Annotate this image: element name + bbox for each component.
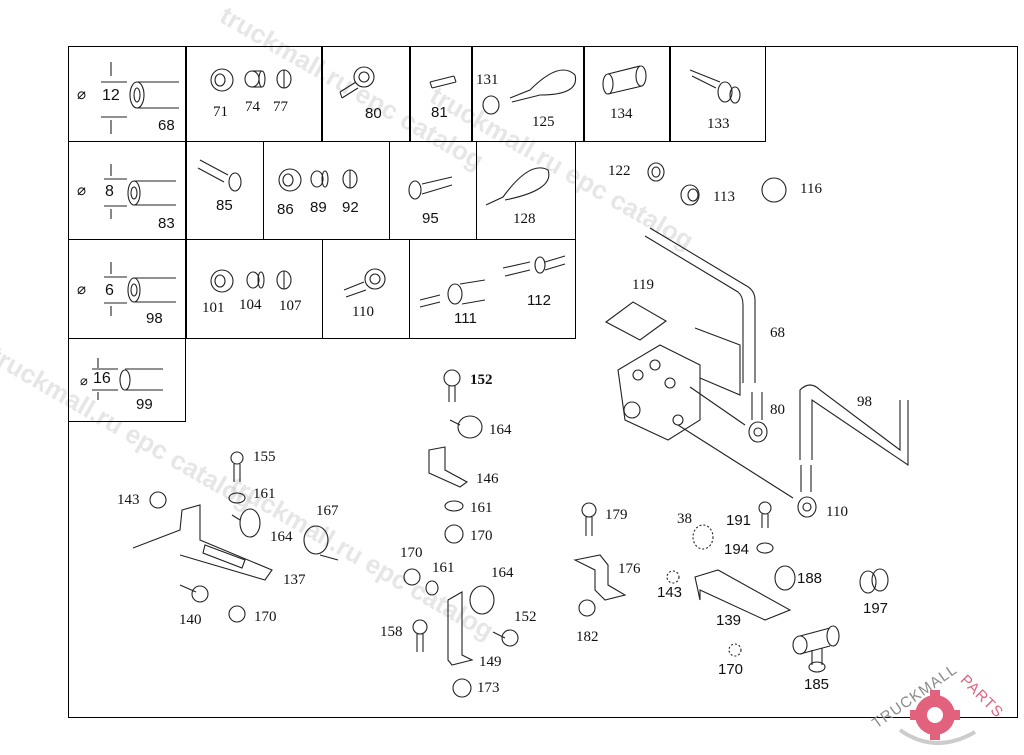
callout: 113 (713, 189, 735, 205)
callout: 197 (863, 600, 889, 617)
callout: 122 (608, 163, 631, 179)
hose-diameter: 8 (105, 183, 114, 200)
callout: 140 (179, 612, 202, 628)
callout: 161 (432, 560, 455, 576)
part-number: 104 (239, 297, 262, 313)
table-cell (409, 239, 576, 339)
callout: 98 (857, 394, 872, 410)
callout: 158 (380, 624, 403, 640)
table-cell (186, 46, 322, 142)
callout: 173 (477, 680, 500, 696)
table-cell (322, 46, 410, 142)
table-cell (584, 46, 670, 142)
diameter-symbol: ⌀ (80, 373, 88, 388)
diameter-symbol: ⌀ (77, 183, 87, 199)
table-cell (186, 239, 323, 339)
callout: 80 (770, 402, 785, 418)
part-number: 98 (146, 310, 163, 327)
callout: 152 (514, 609, 537, 625)
part-number: 86 (277, 201, 294, 218)
callout: 164 (489, 422, 512, 438)
part-number: 107 (279, 298, 302, 314)
callout: 185 (804, 676, 830, 693)
part-number: 77 (273, 99, 288, 115)
callout: 152 (470, 372, 493, 388)
part-number: 74 (245, 99, 260, 115)
diameter-symbol: ⌀ (77, 87, 87, 103)
hose-diameter: 16 (93, 370, 111, 387)
callout: 146 (476, 471, 499, 487)
table-cell (472, 46, 584, 142)
hose-diameter: 12 (102, 87, 120, 104)
callout: 119 (632, 277, 654, 293)
callout: 176 (618, 561, 641, 577)
callout: 149 (479, 654, 502, 670)
part-number: 80 (365, 105, 382, 122)
table-cell (263, 141, 390, 240)
diameter-symbol: ⌀ (77, 282, 87, 298)
table-cell (322, 239, 410, 339)
part-number: 134 (610, 106, 633, 122)
callout: 164 (491, 565, 514, 581)
callout: 161 (253, 486, 276, 502)
part-number: 131 (476, 72, 499, 88)
callout: 170 (400, 545, 423, 561)
callout: 161 (470, 500, 493, 516)
part-number: 71 (213, 104, 228, 120)
callout: 194 (724, 541, 750, 558)
callout: 143 (657, 584, 683, 601)
part-number: 89 (310, 199, 327, 216)
callout: 116 (800, 181, 822, 197)
part-number: 128 (513, 211, 536, 227)
callout: 143 (117, 492, 140, 508)
callout: 38 (677, 511, 692, 527)
part-number: 133 (707, 116, 730, 132)
part-number: 101 (202, 300, 225, 316)
callout: 179 (605, 507, 628, 523)
callout: 182 (576, 629, 599, 645)
part-number: 110 (352, 304, 374, 320)
hose-diameter: 6 (105, 282, 114, 299)
part-number: 111 (454, 310, 477, 327)
hose-cell-16 (68, 338, 186, 422)
part-number: 99 (136, 396, 153, 413)
truckmall-logo: TRUCKMALL PARTS (860, 660, 1020, 750)
table-cell (186, 141, 264, 240)
callout: 170 (718, 661, 744, 678)
callout: 155 (253, 449, 276, 465)
callout: 137 (283, 572, 306, 588)
callout: 191 (726, 512, 752, 529)
callout: 167 (316, 503, 339, 519)
part-number: 92 (342, 199, 359, 216)
callout: 164 (270, 529, 293, 545)
callout: 68 (770, 325, 785, 341)
part-number: 85 (216, 197, 233, 214)
part-number: 83 (158, 215, 175, 232)
callout: 170 (470, 528, 493, 544)
part-number: 81 (431, 104, 448, 121)
callout: 139 (716, 612, 742, 629)
part-number: 95 (422, 210, 439, 227)
table-cell (670, 46, 766, 142)
callout: 188 (797, 570, 823, 587)
part-number: 68 (158, 117, 175, 134)
callout: 170 (254, 609, 277, 625)
callout: 110 (826, 504, 848, 520)
gear-logo-icon (898, 690, 976, 745)
part-number: 125 (532, 114, 555, 130)
table-cell (410, 46, 472, 142)
part-number: 112 (527, 292, 551, 309)
